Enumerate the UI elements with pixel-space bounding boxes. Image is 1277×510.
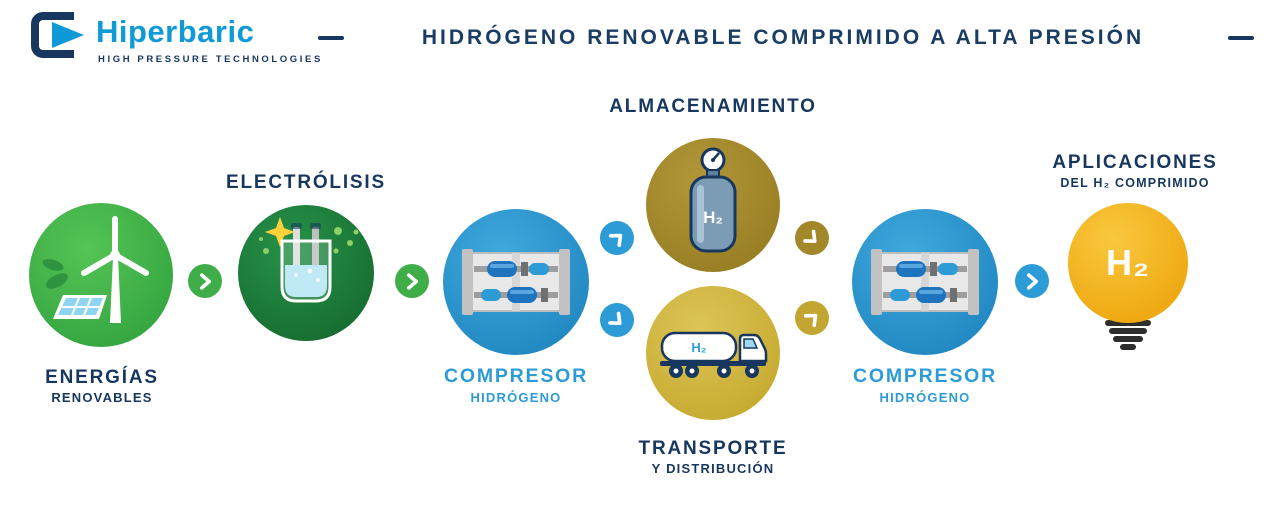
cylinder-h2-label: H₂ <box>703 208 723 227</box>
tanker-truck-icon: H₂ <box>660 331 768 378</box>
flow-arrow-from-transport <box>787 293 837 343</box>
electrolysis-beaker-icon <box>259 217 359 303</box>
stage-compresor1-circle <box>443 209 589 355</box>
label-compresor-2: COMPRESOR <box>852 365 998 387</box>
hiperbaric-logo-icon <box>31 12 84 58</box>
hydrogen-compressor-icon <box>462 249 570 315</box>
label-hidrogeno-1: HIDRÓGENO <box>470 390 562 405</box>
stage-transporte-circle: H₂ <box>646 286 780 420</box>
stage-energias-circle <box>29 203 173 347</box>
chevron-right-icon <box>608 233 622 248</box>
brand-tagline: HIGH PRESSURE TECHNOLOGIES <box>98 54 323 65</box>
chevron-right-icon <box>803 313 817 328</box>
flow-arrow-2 <box>395 264 429 298</box>
label-almacenamiento: ALMACENAMIENTO <box>609 96 817 117</box>
label-h2-comprimido: DEL H₂ COMPRIMIDO <box>1060 176 1210 190</box>
label-renovables: RENOVABLES <box>51 390 153 405</box>
title-dash-left <box>318 36 344 40</box>
label-distribucion: Y DISTRIBUCIÓN <box>651 461 775 476</box>
chevron-right-icon <box>608 310 622 325</box>
flow-arrow-to-storage <box>592 213 642 263</box>
flow-arrow-3 <box>1015 264 1049 298</box>
brand-name: Hiperbaric <box>96 14 255 49</box>
label-electrolisis: ELECTRÓLISIS <box>226 172 386 193</box>
chevron-right-icon <box>199 272 211 290</box>
truck-tank-h2-label: H₂ <box>691 340 706 355</box>
chevron-right-icon <box>1026 272 1038 290</box>
label-energias: ENERGÍAS <box>45 367 159 388</box>
label-transporte: TRANSPORTE <box>638 438 788 459</box>
stage-almacenamiento-circle: H₂ <box>646 138 780 272</box>
chevron-right-icon <box>406 272 418 290</box>
page-title: HIDRÓGENO RENOVABLE COMPRIMIDO A ALTA PR… <box>421 26 1145 49</box>
stage-compresor2-circle <box>852 209 998 355</box>
stage-electrolisis-circle <box>238 205 374 341</box>
gas-cylinder-icon: H₂ <box>689 147 737 253</box>
flow-arrow-1 <box>188 264 222 298</box>
wind-turbine-solar-panel-icon <box>42 216 149 323</box>
bulb-h2-label: H₂ <box>1106 242 1150 283</box>
bulb-base-bar <box>1109 328 1147 334</box>
bulb-base-bar <box>1113 336 1143 342</box>
light-bulb-icon: H₂ <box>1068 203 1188 323</box>
label-hidrogeno-2: HIDRÓGENO <box>879 390 971 405</box>
label-compresor-1: COMPRESOR <box>443 365 589 387</box>
bulb-base-bar <box>1120 344 1136 350</box>
title-dash-right <box>1228 36 1254 40</box>
flow-arrow-to-transport <box>592 295 642 345</box>
label-aplicaciones: APLICACIONES <box>1052 152 1218 173</box>
hydrogen-compressor-icon <box>871 249 979 315</box>
flow-arrow-from-storage <box>787 213 837 263</box>
chevron-right-icon <box>803 228 817 243</box>
bulb-base-bar <box>1105 320 1151 326</box>
